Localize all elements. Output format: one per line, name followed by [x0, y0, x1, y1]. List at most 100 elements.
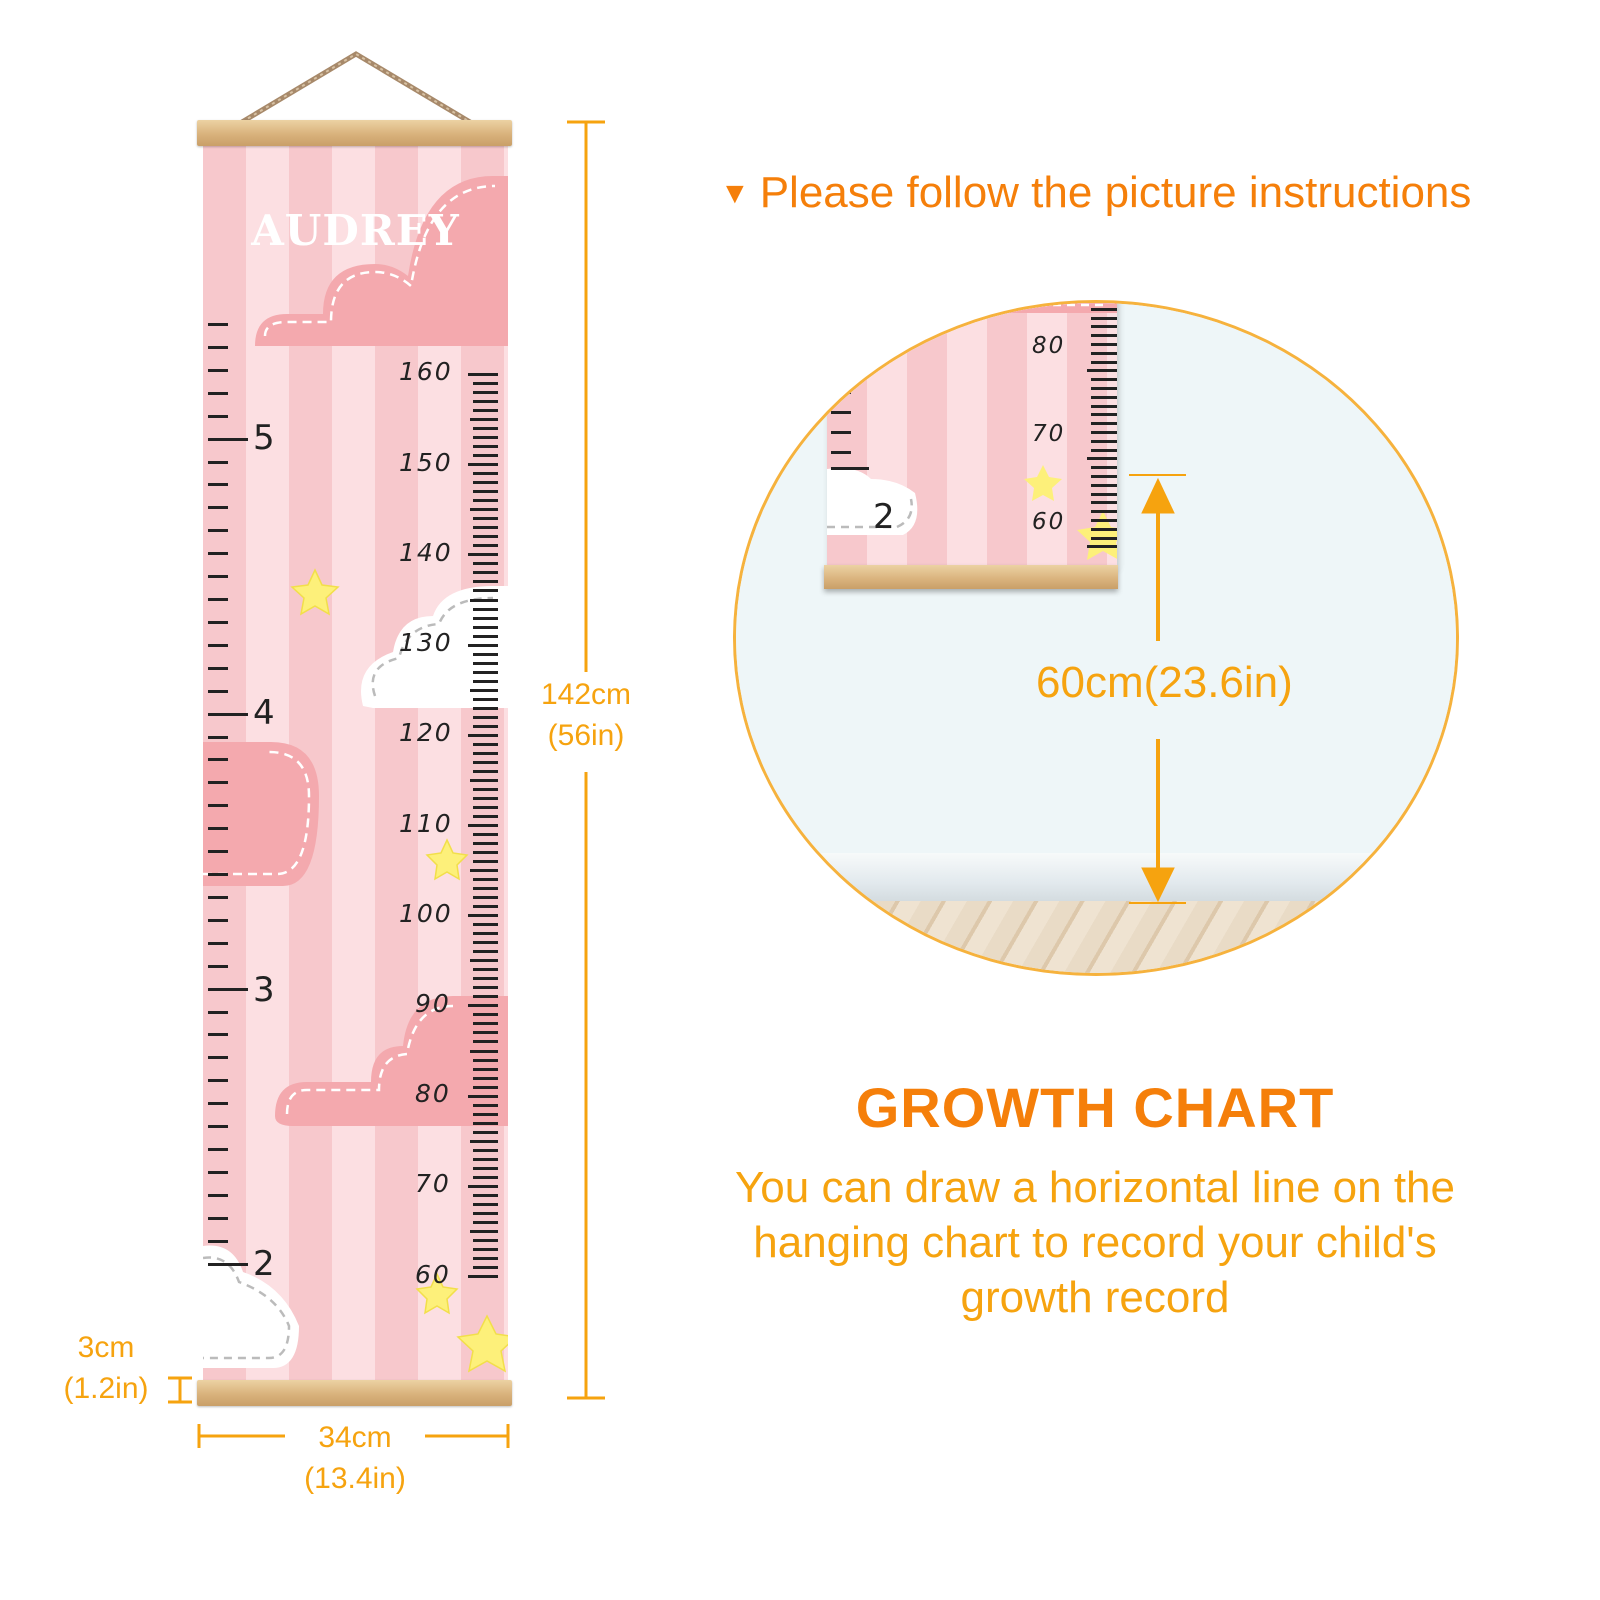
ruler-tick: [1091, 396, 1117, 399]
triangle-down-icon: ▼: [720, 177, 750, 210]
ruler-tick: [468, 1004, 498, 1007]
ruler-tick: [1091, 317, 1117, 320]
ruler-tick: [1091, 510, 1117, 513]
ruler-tick: [473, 707, 498, 710]
ruler-tick: [831, 411, 851, 414]
ruler-tick: [473, 788, 498, 791]
ruler-tick: [473, 1031, 498, 1034]
ruler-tick: [831, 451, 851, 454]
width-cm: 34cm: [318, 1421, 392, 1454]
mini-ruler-ticks: [827, 300, 1117, 565]
cm-label: 70: [415, 1169, 451, 1198]
ruler-tick: [473, 1158, 498, 1161]
cm-label: 80: [415, 1079, 451, 1108]
ruler-tick: [468, 824, 498, 827]
star-icon: [456, 1314, 508, 1373]
cm-label: 110: [399, 809, 453, 838]
ruler-tick: [1091, 484, 1117, 487]
ruler-tick: [473, 1131, 498, 1134]
ruler-tick: [473, 1086, 498, 1089]
ruler-tick: [473, 400, 498, 403]
ruler-tick: [1091, 352, 1117, 355]
ruler-tick: [1091, 501, 1117, 504]
ruler-tick: [208, 1194, 228, 1197]
ruler-tick: [1091, 343, 1117, 346]
ruler-tick: [473, 698, 498, 701]
ruler-tick: [473, 797, 498, 800]
ruler-tick: [208, 483, 228, 486]
mini-chart-closeup: 80 70 60 2: [827, 300, 1117, 565]
ruler-tick: [473, 1059, 498, 1062]
instructions-text: Please follow the picture instructions: [759, 168, 1472, 217]
ruler-tick: [1091, 449, 1117, 452]
ruler-tick: [1091, 334, 1117, 337]
ruler-tick: [1091, 387, 1117, 390]
ruler-tick: [208, 736, 228, 739]
cm-label: 60: [415, 1260, 451, 1289]
ruler-tick: [208, 415, 228, 418]
ruler-tick: [473, 617, 498, 620]
foot-label: 2: [253, 1244, 275, 1284]
ruler-tick: [208, 713, 248, 716]
ruler-tick: [208, 1125, 228, 1128]
ruler-tick: [473, 1104, 498, 1107]
ruler-tick: [1087, 369, 1117, 372]
ruler-tick: [473, 562, 498, 565]
ruler-tick: [473, 1212, 498, 1215]
ruler-tick: [1091, 308, 1117, 311]
ruler-tick: [468, 914, 498, 917]
ruler-tick: [473, 544, 498, 547]
pink-cloud-left: [203, 742, 319, 886]
ruler-tick: [208, 919, 228, 922]
ruler-tick: [473, 653, 498, 656]
white-cloud-right: [361, 586, 508, 708]
ruler-tick: [473, 671, 498, 674]
ruler-tick: [473, 490, 498, 493]
ruler-tick: [473, 1068, 498, 1071]
ruler-tick: [468, 644, 498, 647]
ruler-tick: [208, 827, 228, 830]
child-name-title: AUDREY: [251, 206, 460, 255]
measurement-arrow: [1129, 474, 1186, 904]
ruler-tick: [473, 743, 498, 746]
chart-decorations: [203, 176, 508, 1373]
pink-cloud-top: [255, 176, 508, 346]
ruler-tick: [1091, 440, 1117, 443]
ruler-tick: [470, 959, 498, 962]
ruler-tick: [473, 1113, 498, 1116]
ruler-tick: [470, 1140, 498, 1143]
ruler-labels: 5 4 3 2 160 150 140 130 120 110 100 90 8…: [203, 146, 508, 1380]
ruler-tick: [473, 481, 498, 484]
mini-wooden-rod: [824, 565, 1118, 589]
ruler-tick: [473, 427, 498, 430]
ruler-tick: [208, 942, 228, 945]
pink-cloud-middle: [275, 996, 508, 1126]
ruler-tick: [208, 1240, 228, 1243]
ruler-tick: [473, 923, 498, 926]
ruler-tick: [1091, 431, 1117, 434]
ruler-tick: [208, 1011, 228, 1014]
width-in: (13.4in): [304, 1461, 406, 1495]
ruler-tick: [473, 445, 498, 448]
ruler-tick: [473, 535, 498, 538]
ruler-tick: [831, 467, 869, 470]
ruler-tick: [473, 752, 498, 755]
ruler-tick: [473, 626, 498, 629]
wood-floor: [736, 901, 1456, 973]
cm-label: 150: [399, 448, 453, 477]
ruler-tick: [470, 599, 498, 602]
ruler-tick: [831, 371, 851, 374]
ruler-tick: [473, 977, 498, 980]
growth-chart-description: You can draw a horizontal line on the ha…: [735, 1163, 1455, 1322]
ruler-tick: [208, 965, 228, 968]
ruler-tick: [1091, 300, 1117, 302]
ruler-tick: [208, 1079, 228, 1082]
ruler-tick: [473, 1266, 498, 1269]
ruler-tick: [208, 529, 228, 532]
ruler-tick: [473, 716, 498, 719]
ruler-tick: [208, 804, 228, 807]
wooden-rod-top: [197, 120, 512, 146]
ruler-tick: [208, 346, 228, 349]
ruler-tick: [470, 779, 498, 782]
ruler-tick: [468, 734, 498, 737]
